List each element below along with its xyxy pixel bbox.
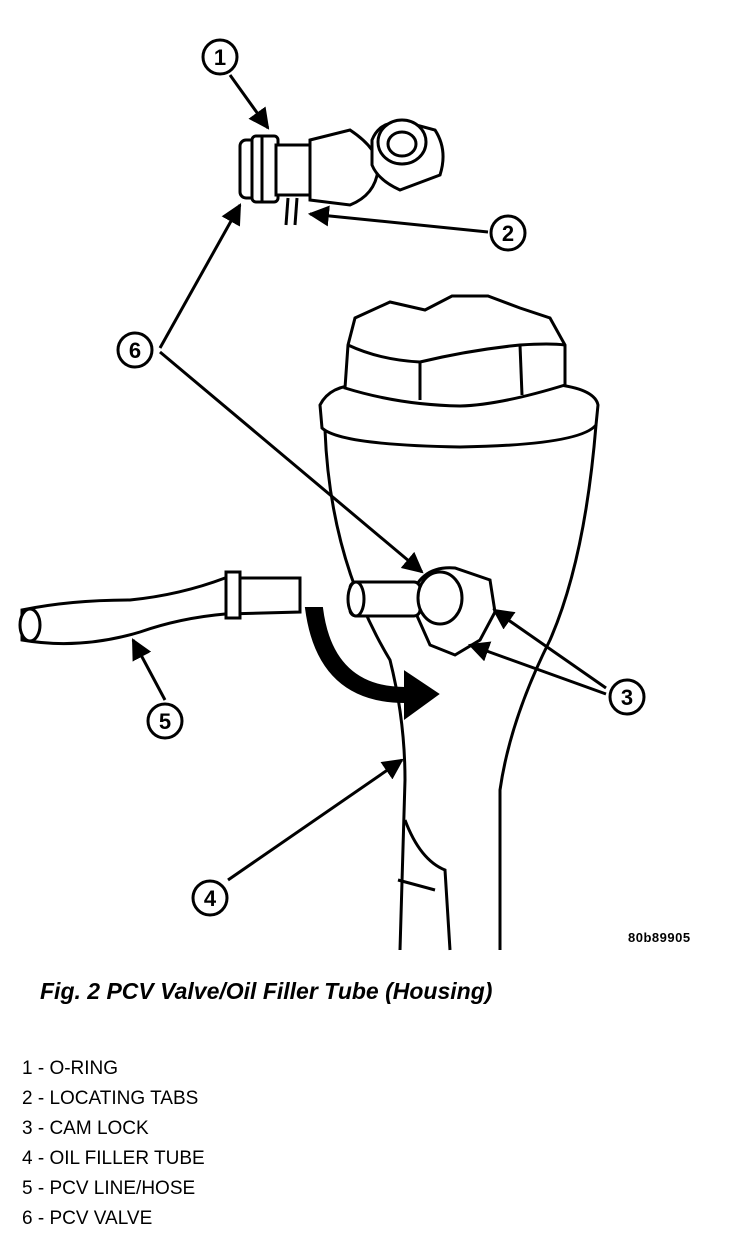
- callout-1: 1: [201, 38, 239, 76]
- leader-lines: [131, 74, 607, 882]
- svg-text:2: 2: [502, 221, 514, 246]
- figure-caption: Fig. 2 PCV Valve/Oil Filler Tube (Housin…: [40, 978, 493, 1004]
- legend-item: 1 - O-RING: [22, 1058, 119, 1079]
- callout-5: 5: [146, 702, 184, 740]
- callout-3: 3: [608, 678, 646, 716]
- pcv-valve-diagram: 1 2 3 4 5 6: [18, 38, 646, 951]
- svg-text:4: 4: [204, 886, 217, 911]
- callout-6: 6: [116, 331, 154, 369]
- figure-code: 80b89905: [628, 930, 691, 945]
- svg-text:1: 1: [214, 45, 226, 70]
- rotation-arrow: [304, 607, 440, 720]
- svg-text:3: 3: [621, 685, 633, 710]
- svg-text:6: 6: [129, 338, 141, 363]
- legend-item: 4 - OIL FILLER TUBE: [22, 1148, 205, 1169]
- pcv-hose-drawing: [18, 570, 302, 646]
- legend-item: 2 - LOCATING TABS: [22, 1088, 199, 1109]
- legend-item: 3 - CAM LOCK: [22, 1118, 149, 1139]
- oil-filler-cap-drawing: [318, 294, 600, 449]
- callout-4: 4: [191, 879, 229, 917]
- legend-item: 5 - PCV LINE/HOSE: [22, 1178, 196, 1199]
- legend-item: 6 - PCV VALVE: [22, 1208, 153, 1229]
- pcv-valve-drawing: [238, 118, 445, 226]
- legend-list: 1 - O-RING 2 - LOCATING TABS 3 - CAM LOC…: [22, 1054, 205, 1234]
- callout-2: 2: [489, 214, 527, 252]
- svg-text:5: 5: [159, 709, 171, 734]
